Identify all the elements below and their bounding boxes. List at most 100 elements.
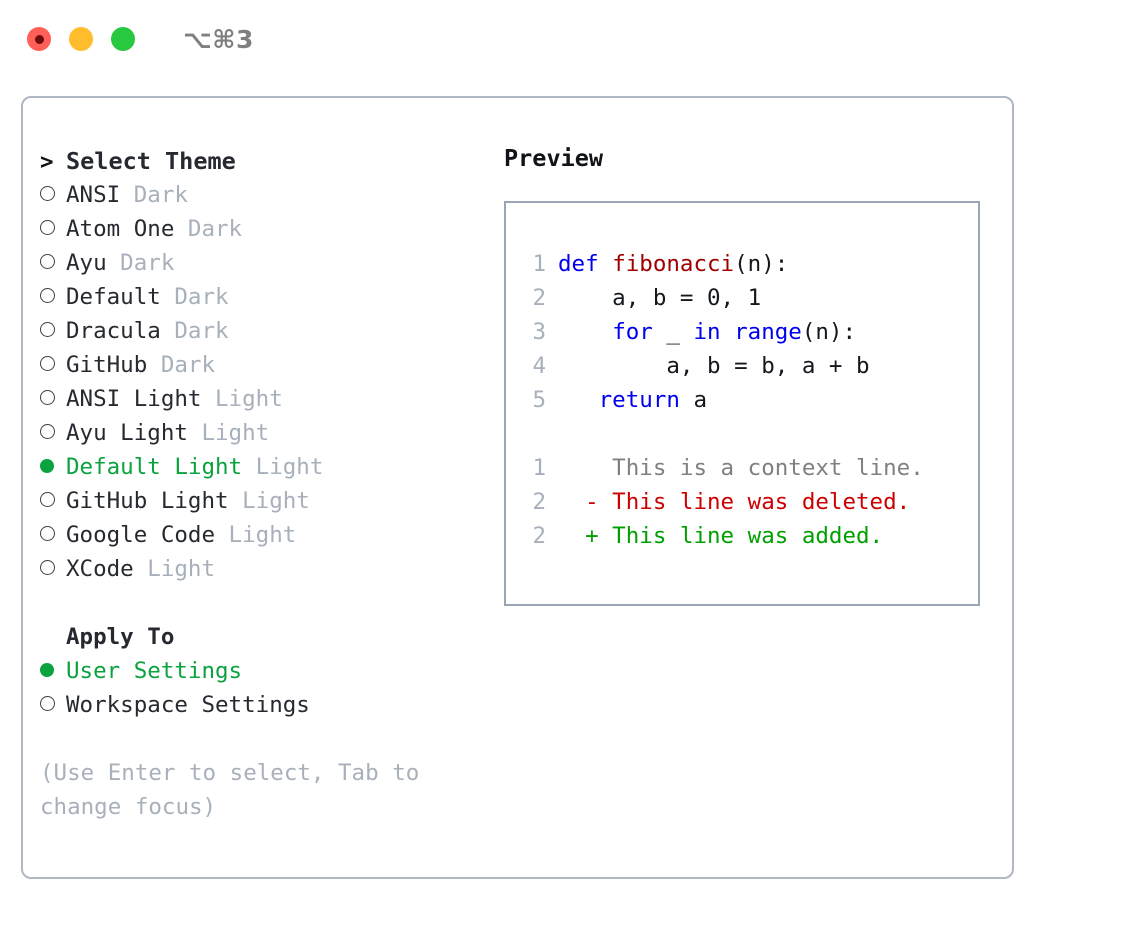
diff-text: + This line was added. — [558, 523, 884, 549]
radio-unselected-icon[interactable] — [40, 347, 66, 381]
code-line: 3 for _ in range(n): — [524, 315, 978, 349]
code-token-kw: range — [734, 319, 802, 345]
code-text: a, b = 0, 1 — [558, 281, 761, 315]
theme-item-label: XCode — [66, 556, 134, 582]
line-number: 2 — [532, 489, 546, 515]
theme-item-variant: Light — [201, 386, 283, 412]
cursor-icon: > — [40, 149, 54, 175]
code-text: def fibonacci(n): — [558, 247, 788, 281]
theme-item-google-code[interactable]: Google Code Light — [40, 518, 491, 552]
theme-item-label: Ayu — [66, 250, 107, 276]
diff-text: This is a context line. — [558, 455, 924, 481]
code-token-plain: _ — [652, 319, 694, 345]
code-diff-gap — [524, 417, 978, 451]
select-theme-header: > Select Theme — [40, 144, 491, 178]
select-theme-title: Select Theme — [66, 147, 236, 175]
theme-item-label: ANSI Light — [66, 386, 202, 412]
preview-title: Preview — [504, 144, 604, 172]
code-token-plain: a, b = b, a + b — [558, 353, 870, 379]
theme-item-label: GitHub — [66, 352, 148, 378]
theme-item-variant: Dark — [120, 182, 188, 208]
code-line: 4 a, b = b, a + b — [524, 349, 978, 383]
theme-item-github-light[interactable]: GitHub Light Light — [40, 484, 491, 518]
apply-to-marker-placeholder — [40, 620, 66, 654]
radio-unselected-icon[interactable] — [40, 381, 66, 415]
radio-unselected-icon[interactable] — [40, 245, 66, 279]
theme-item-variant: Dark — [147, 352, 216, 378]
diff-line-del: 2 - This line was deleted. — [524, 485, 978, 519]
theme-item-variant: Light — [187, 420, 270, 446]
radio-unselected-icon[interactable] — [40, 211, 66, 245]
theme-item-ansi[interactable]: ANSI Dark — [40, 178, 491, 212]
line-number: 5 — [532, 387, 546, 413]
theme-item-dracula[interactable]: Dracula Dark — [40, 314, 491, 348]
theme-item-github[interactable]: GitHub Dark — [40, 348, 491, 382]
line-number: 4 — [532, 353, 546, 379]
code-token-kw: def — [558, 251, 599, 277]
code-token-plain — [558, 387, 599, 413]
theme-item-ansi-light[interactable]: ANSI Light Light — [40, 382, 491, 416]
theme-item-default[interactable]: Default Dark — [40, 280, 491, 314]
theme-item-variant: Light — [215, 522, 297, 548]
apply-to-header: Apply To — [40, 620, 491, 654]
code-token-plain: a, b = 0, 1 — [558, 285, 762, 311]
code-line: 5 return a — [524, 383, 978, 417]
diff-line-add: 2 + This line was added. — [524, 519, 978, 553]
radio-selected-icon[interactable] — [40, 653, 66, 687]
code-token-plain: a — [679, 387, 708, 413]
radio-selected-icon[interactable] — [40, 449, 66, 483]
theme-item-label: Default Light — [66, 454, 243, 480]
apply-to-item-workspace-settings[interactable]: Workspace Settings — [40, 688, 491, 722]
code-line: 1 def fibonacci(n): — [524, 247, 978, 281]
line-number: 3 — [532, 319, 546, 345]
minimize-button[interactable] — [69, 27, 93, 51]
diff-line-ctx: 1 This is a context line. — [524, 451, 978, 485]
maximize-button[interactable] — [111, 27, 135, 51]
code-line: 2 a, b = 0, 1 — [524, 281, 978, 315]
code-token-fn: fibonacci — [612, 251, 735, 277]
theme-item-label: Atom One — [66, 216, 175, 242]
apply-to-item-label: Workspace Settings — [66, 692, 310, 718]
theme-item-atom-one[interactable]: Atom One Dark — [40, 212, 491, 246]
keyboard-hint: (Use Enter to select, Tab to change focu… — [40, 760, 420, 820]
code-text: for _ in range(n): — [558, 315, 856, 349]
radio-unselected-icon[interactable] — [40, 551, 66, 585]
radio-unselected-icon[interactable] — [40, 483, 66, 517]
theme-item-ayu[interactable]: Ayu Dark — [40, 246, 491, 280]
diff-sample: 1 This is a context line.2 - This line w… — [524, 451, 978, 553]
radio-unselected-icon[interactable] — [40, 415, 66, 449]
theme-item-variant: Light — [228, 488, 310, 514]
code-token-plain — [558, 319, 612, 345]
window-controls — [27, 27, 135, 51]
code-token-kw: for — [612, 319, 653, 345]
line-number: 1 — [532, 251, 546, 277]
code-token-plain: (n): — [734, 251, 789, 277]
code-token-kw: return — [598, 387, 680, 413]
radio-unselected-icon[interactable] — [40, 517, 66, 551]
theme-item-variant: Dark — [106, 250, 175, 276]
theme-item-default-light[interactable]: Default Light Light — [40, 450, 491, 484]
line-number: 2 — [532, 523, 546, 549]
apply-to-item-user-settings[interactable]: User Settings — [40, 654, 491, 688]
apply-to-item-label: User Settings — [66, 658, 243, 684]
radio-unselected-icon[interactable] — [40, 279, 66, 313]
theme-item-variant: Light — [242, 454, 324, 480]
title-bar: ⌥⌘3 — [0, 0, 1140, 78]
code-text: return a — [558, 383, 707, 417]
keyboard-shortcut-label: ⌥⌘3 — [183, 24, 254, 54]
theme-item-ayu-light[interactable]: Ayu Light Light — [40, 416, 491, 450]
code-token-kw: in — [693, 319, 721, 345]
theme-item-variant: Dark — [174, 216, 243, 242]
radio-unselected-icon[interactable] — [40, 687, 66, 721]
radio-unselected-icon[interactable] — [40, 177, 66, 211]
theme-item-label: Default — [66, 284, 161, 310]
theme-item-xcode[interactable]: XCode Light — [40, 552, 491, 586]
radio-unselected-icon[interactable] — [40, 313, 66, 347]
close-button[interactable] — [27, 27, 51, 51]
